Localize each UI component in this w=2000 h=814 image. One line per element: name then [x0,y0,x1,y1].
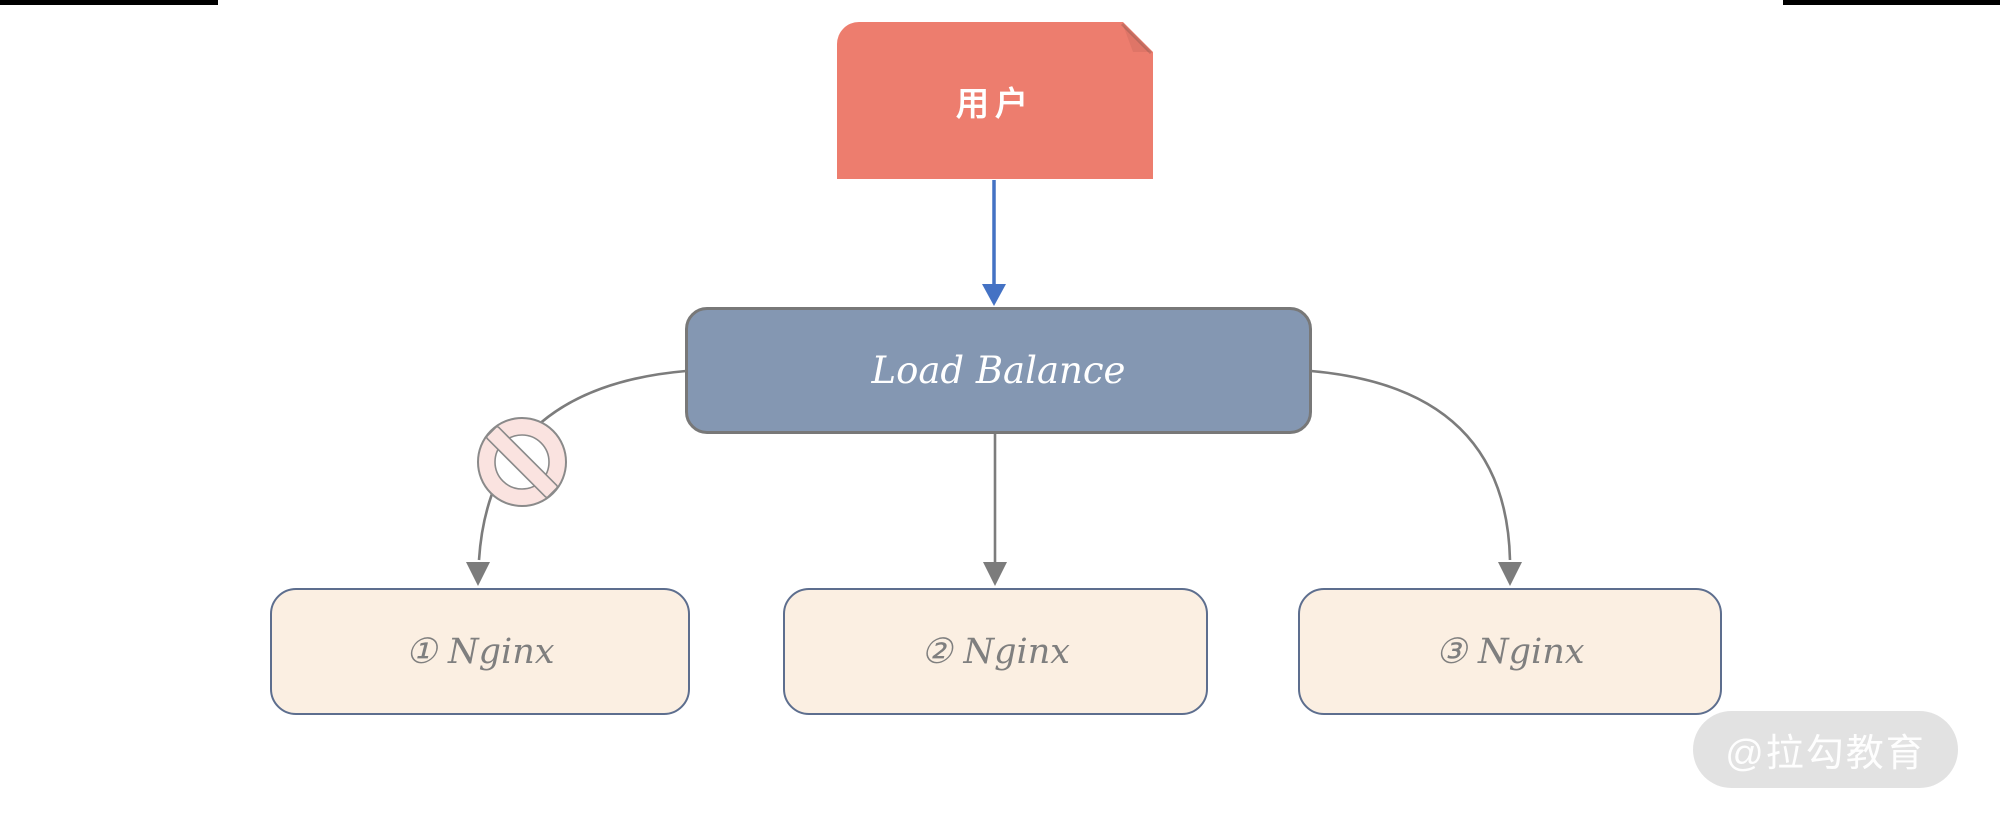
nginx-node-2: ② Nginx [783,588,1208,715]
no-entry-icon [477,417,567,507]
top-right-black-bar [1783,0,2000,5]
user-node: 用户 [837,22,1153,179]
lb-to-nginx3-arrow [1310,369,1522,586]
nginx-node-1-label: ① Nginx [405,631,555,672]
nginx-node-3-label: ③ Nginx [1435,631,1585,672]
lb-to-nginx1-arrow [466,369,687,586]
user-to-lb-arrow [982,180,1006,306]
top-left-black-bar [0,0,218,5]
lb-to-nginx2-arrow [983,434,1007,586]
watermark-label: @拉勾教育 [1725,733,1926,775]
nginx-node-2-label: ② Nginx [920,631,1070,672]
load-balancer-node: Load Balance [685,307,1312,434]
nginx-node-1: ① Nginx [270,588,690,715]
watermark-badge: @拉勾教育 [1693,711,1958,788]
nginx-node-3: ③ Nginx [1298,588,1722,715]
load-balancer-label: Load Balance [871,349,1126,392]
user-node-label: 用户 [956,83,1034,123]
